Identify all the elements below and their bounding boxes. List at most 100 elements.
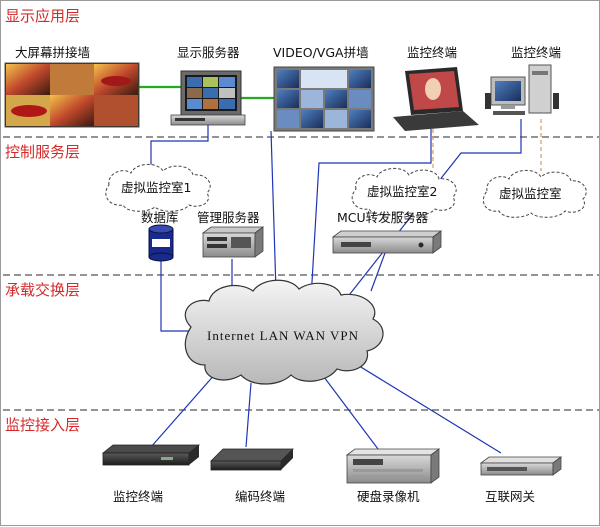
dvr-label: 硬盘录像机 — [357, 489, 420, 504]
laptop-terminal-label: 监控终端 — [407, 45, 457, 60]
virtual-room-1: 虚拟监控室1 — [105, 164, 211, 212]
vga-wall-label: VIDEO/VGA拼墙 — [273, 45, 369, 60]
database-top — [148, 224, 174, 234]
desktop-icon — [485, 64, 559, 115]
gateway-panel — [487, 467, 527, 471]
vga-tile-5 — [301, 90, 323, 108]
access-monitor-side — [189, 445, 199, 465]
screen-pane-2 — [203, 77, 218, 87]
link-vgawall-network — [270, 130, 277, 292]
wall-tile-6 — [94, 95, 138, 126]
vga-tile-11 — [349, 110, 371, 128]
dvr-display — [353, 459, 383, 465]
gateway-side — [552, 456, 562, 476]
mgmt-panel — [231, 237, 251, 248]
link-server-vroom1 — [150, 125, 209, 173]
link-network-encoder — [245, 382, 252, 448]
video-wall-label: 大屏幕拼接墙 — [15, 45, 90, 60]
link-network-dvr — [320, 372, 382, 454]
display-server-label: 显示服务器 — [177, 45, 240, 60]
wall-tile-5 — [50, 95, 94, 126]
encoder-icon — [210, 448, 294, 471]
dvr-icon — [345, 448, 441, 484]
screen-pane-8 — [203, 99, 218, 109]
link-laptop-network — [310, 129, 432, 300]
database-label: 数据库 — [141, 210, 179, 225]
link-network-monitor — [150, 372, 217, 448]
screen-pane-6 — [219, 88, 235, 98]
gateway-top — [479, 456, 563, 464]
mgmt-server-top — [201, 226, 265, 234]
laptop-icon — [393, 67, 479, 131]
layer-title-access: 监控接入层 — [5, 416, 80, 434]
vga-tile-8 — [277, 110, 299, 128]
screen-pane-4 — [187, 88, 202, 98]
screen-pane-9 — [219, 99, 235, 109]
vga-tile-4 — [277, 90, 299, 108]
layer-title-display: 显示应用层 — [5, 7, 80, 25]
network-cloud: Internet LAN WAN VPN — [184, 279, 384, 385]
desktop-screen — [495, 81, 521, 101]
gateway-icon — [479, 456, 563, 476]
virtual-room-2: 虚拟监控室2 — [351, 168, 457, 216]
virtual-room-3-label: 虚拟监控室 — [499, 186, 562, 201]
virtual-room-1-cloud — [105, 164, 211, 212]
vga-tile-1 — [277, 70, 299, 88]
dvr-side — [430, 448, 440, 484]
mcu-panel — [341, 242, 371, 247]
screen-pane-1 — [187, 77, 202, 87]
link-desktop-network — [345, 119, 522, 300]
speaker-right — [553, 93, 559, 109]
encoder-label: 编码终端 — [235, 489, 285, 504]
dvr-top — [345, 448, 441, 456]
virtual-room-3: 虚拟监控室 — [483, 170, 587, 218]
access-monitor-top — [101, 444, 201, 454]
layer-title-transport: 承载交换层 — [5, 281, 80, 299]
mcu-server-side — [432, 230, 442, 254]
encoder-side — [281, 449, 293, 470]
mcu-server-icon — [331, 230, 443, 254]
database-bottom — [148, 252, 174, 262]
vga-tile-6 — [325, 90, 347, 108]
encoder-front — [210, 460, 282, 471]
screen-pane-7 — [187, 99, 202, 109]
dvr-bay-1 — [353, 469, 423, 472]
access-monitor-front — [102, 452, 190, 466]
display-server — [170, 70, 246, 126]
mgmt-server-icon — [201, 226, 265, 258]
laptop-base — [393, 111, 479, 131]
database-label-plate — [152, 239, 170, 247]
virtual-room-2-cloud — [351, 168, 457, 216]
desktop-tower — [528, 64, 552, 114]
network-cloud-shape — [184, 279, 384, 385]
vga-tile-9 — [301, 110, 323, 128]
screen-pane-5 — [203, 88, 218, 98]
access-monitor-led — [161, 457, 173, 460]
mgmt-server-side — [254, 226, 264, 258]
mcu-server-label: MCU转发服务器 — [337, 210, 429, 225]
vga-tile-7 — [349, 90, 371, 108]
virtual-room-3-cloud — [483, 170, 587, 218]
mgmt-drive-1 — [207, 237, 227, 241]
dvr-bay-2 — [353, 475, 423, 478]
links — [139, 85, 542, 454]
gateway-label: 互联网关 — [485, 489, 535, 504]
wall-tile-1 — [6, 64, 50, 95]
mgmt-drive-2 — [207, 244, 227, 248]
encoder-top — [210, 448, 294, 462]
vga-wall — [273, 66, 375, 132]
access-monitor-terminal-icon — [101, 444, 201, 466]
mcu-server-top — [331, 230, 443, 238]
screen-pane-3 — [219, 77, 235, 87]
layer-dividers — [3, 136, 599, 411]
keyboard — [493, 111, 525, 115]
desktop-terminal-label: 监控终端 — [511, 45, 561, 60]
vga-tile-3 — [349, 70, 371, 88]
virtual-room-2-label: 虚拟监控室2 — [367, 184, 437, 199]
tower-drive — [532, 71, 548, 75]
layer-title-control: 控制服务层 — [5, 143, 80, 161]
mgmt-server-label: 管理服务器 — [197, 210, 260, 225]
rack-slot — [175, 118, 205, 121]
